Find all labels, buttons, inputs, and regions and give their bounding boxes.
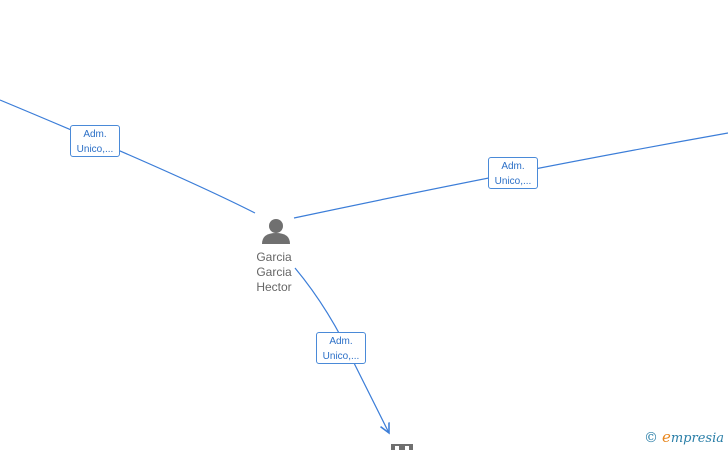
brand-name: mpresia (670, 431, 724, 446)
edge-label-line1: Adm. (501, 161, 525, 172)
edge-left (0, 99, 256, 214)
person-name[interactable]: Garcia Garcia Hector (244, 250, 304, 295)
person-icon[interactable] (262, 219, 290, 244)
brand-initial: e (661, 428, 671, 446)
edge-label-line1: Adm. (83, 129, 107, 140)
edge-label-right[interactable]: Adm. Unico,... (488, 157, 538, 189)
edge-label-line2: Unico,... (76, 144, 114, 155)
edge-label-line1: Adm. (329, 336, 353, 347)
empresia-watermark: ©empresia (644, 428, 724, 446)
person-name-line3: Hector (256, 280, 292, 294)
person-name-line1: Garcia (256, 250, 292, 264)
building-icon[interactable] (391, 444, 413, 450)
edge-label-line2: Unico,... (494, 176, 532, 187)
edge-label-down[interactable]: Adm. Unico,... (316, 332, 366, 364)
edge-label-left[interactable]: Adm. Unico,... (70, 125, 120, 157)
person-name-line2: Garcia (256, 265, 292, 279)
edge-label-line2: Unico,... (322, 351, 360, 362)
copyright-symbol: © (643, 430, 658, 446)
